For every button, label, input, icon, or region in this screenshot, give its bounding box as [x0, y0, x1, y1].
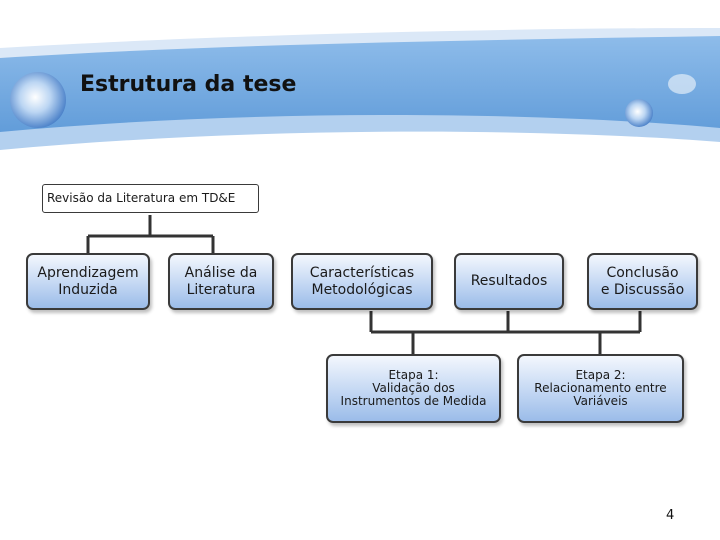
- node-caracteristicas-metodologicas: Características Metodológicas: [291, 253, 433, 310]
- node-conclusao-discussao: Conclusão e Discussão: [587, 253, 698, 310]
- orb-left-icon: [10, 72, 66, 128]
- node-etapa-1: Etapa 1: Validação dos Instrumentos de M…: [326, 354, 501, 423]
- header-banner: [0, 28, 720, 150]
- node-aprendizagem-induzida: Aprendizagem Induzida: [26, 253, 150, 310]
- slide-title: Estrutura da tese: [80, 72, 297, 97]
- node-resultados: Resultados: [454, 253, 564, 310]
- page-number: 4: [666, 508, 675, 523]
- node-analise-literatura: Análise da Literatura: [168, 253, 274, 310]
- node-revisao-literatura: Revisão da Literatura em TD&E: [42, 184, 259, 213]
- orb-right-icon: [625, 99, 653, 127]
- node-etapa-2: Etapa 2: Relacionamento entre Variáveis: [517, 354, 684, 423]
